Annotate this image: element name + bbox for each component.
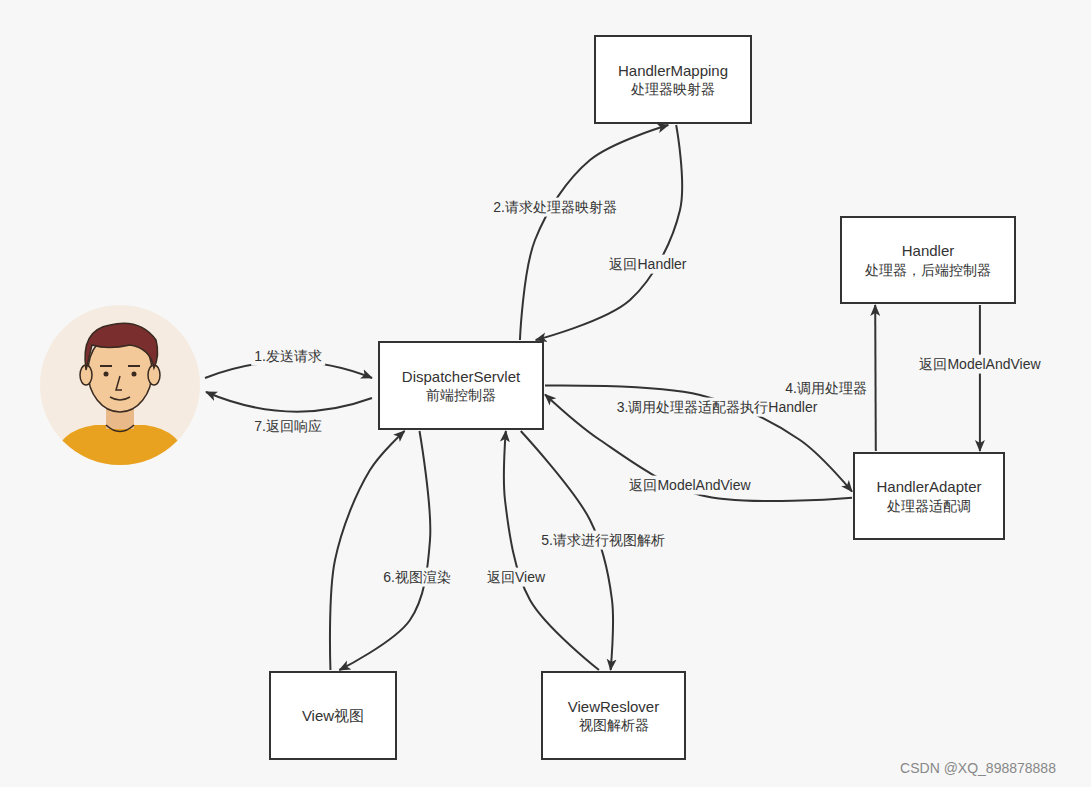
edge-label: 返回ModelAndView (626, 476, 753, 495)
view-box: View视图 (269, 671, 397, 760)
node-subtitle: 处理器，后端控制器 (865, 261, 991, 279)
step-label: 1.发送请求 (251, 347, 325, 366)
node-title: HandlerMapping (618, 61, 728, 81)
node-subtitle: 处理器映射器 (631, 80, 715, 98)
flow-arrow (979, 305, 981, 451)
edge-label: 返回View (484, 568, 548, 587)
node-subtitle: 视图解析器 (579, 716, 649, 734)
response-arrow (206, 392, 372, 412)
controller-box: DispatcherServlet前端控制器 (378, 341, 544, 430)
node-title: View视图 (302, 706, 364, 726)
user-avatar (40, 305, 200, 470)
mapper-box: HandlerMapping处理器映射器 (594, 35, 752, 124)
flow-arrow (520, 125, 668, 340)
flow-arrow (339, 431, 430, 670)
handler-box: Handler处理器，后端控制器 (840, 216, 1016, 304)
flow-arrow (536, 125, 682, 340)
node-title: DispatcherServlet (402, 367, 520, 387)
node-title: Handler (902, 241, 955, 261)
edge-label: 5.请求进行视图解析 (538, 531, 668, 550)
flow-arrow (874, 305, 877, 451)
node-subtitle: 前端控制器 (426, 386, 496, 404)
edge-label: 4.调用处理器 (782, 379, 870, 398)
edge-label: 6.视图渲染 (380, 568, 454, 587)
step-label: 7.返回响应 (251, 417, 325, 436)
node-subtitle: 处理器适配调 (887, 497, 971, 515)
edge-label: 2.请求处理器映射器 (490, 198, 620, 217)
node-title: ViewReslover (568, 697, 659, 717)
resolver-box: ViewReslover视图解析器 (541, 671, 686, 760)
flow-arrow (545, 394, 852, 501)
adapter-box: HandlerAdapter处理器适配调 (853, 452, 1005, 540)
edge-label: 返回Handler (606, 255, 689, 274)
edge-label: 3.调用处理器适配器执行Handler (614, 398, 821, 417)
flow-arrow (330, 431, 405, 670)
flow-arrow (504, 431, 599, 670)
flow-arrow (521, 431, 613, 670)
watermark: CSDN @XQ_898878888 (897, 759, 1059, 778)
node-title: HandlerAdapter (876, 477, 981, 497)
edge-label: 返回ModelAndView (916, 355, 1043, 374)
